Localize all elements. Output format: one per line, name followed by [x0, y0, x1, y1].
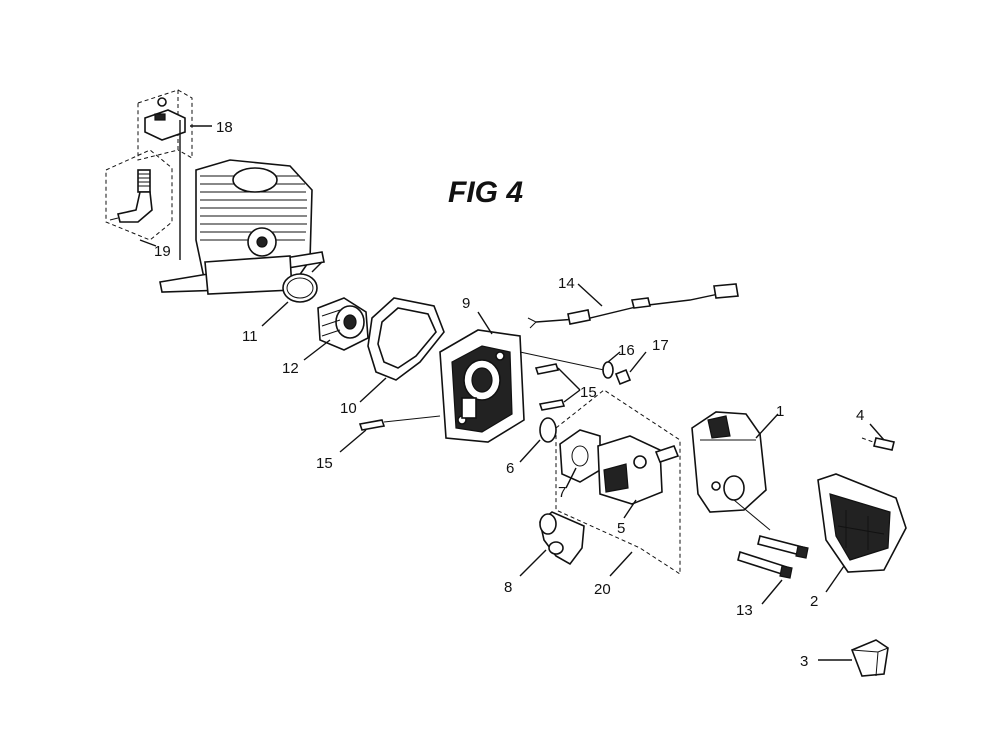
part-3-cap: 3 [800, 639, 889, 677]
part-18-clip [137, 89, 193, 161]
part-8-fuel-fitting: 8 [504, 511, 585, 596]
callout-5: 5 [617, 520, 625, 537]
part-19-spark-boot [105, 149, 173, 241]
callout-3: 3 [800, 653, 808, 670]
part-9-adapter-plate: 9 [439, 295, 525, 443]
part-15-screws: 15 15 [316, 363, 597, 472]
part-14-cable: 14 [527, 275, 739, 329]
callout-12: 12 [282, 360, 299, 377]
callout-8: 8 [504, 579, 512, 596]
callout-18: 18 [216, 119, 233, 136]
part-2-air-filter: 2 [810, 473, 907, 610]
part-16-17-washer-screw: 16 17 [519, 337, 669, 386]
part-12-intake-boot: 12 [282, 297, 369, 377]
callout-10: 10 [340, 400, 357, 417]
callout-4: 4 [856, 407, 864, 424]
cylinder-assembly [159, 120, 325, 295]
callout-13: 13 [736, 602, 753, 619]
callout-11: 11 [242, 328, 258, 345]
callout-2: 2 [810, 593, 818, 610]
part-11-retaining-ring: 11 [242, 261, 323, 345]
callout-14: 14 [558, 275, 575, 292]
callout-16: 16 [618, 342, 635, 359]
callout-19: 19 [154, 243, 171, 260]
part-13-long-screws: 13 [733, 499, 809, 619]
part-10-gasket: 10 [340, 297, 445, 417]
figure-title: FIG 4 [448, 176, 523, 209]
callout-20: 20 [594, 581, 611, 598]
callout-17: 17 [652, 337, 669, 354]
part-1-filter-housing: 1 [691, 403, 784, 513]
part-4-screw: 4 [856, 407, 895, 451]
callout-1: 1 [776, 403, 784, 420]
part-5-carburetor: 5 [597, 435, 680, 537]
callout-9: 9 [462, 295, 470, 312]
callout-15b: 15 [316, 455, 333, 472]
callout-15a: 15 [580, 384, 597, 401]
part-7-carb-gasket: 7 [558, 429, 601, 501]
part-20-kit-box: 20 [555, 389, 681, 598]
callout-6: 6 [506, 460, 514, 477]
callout-7: 7 [558, 484, 566, 501]
